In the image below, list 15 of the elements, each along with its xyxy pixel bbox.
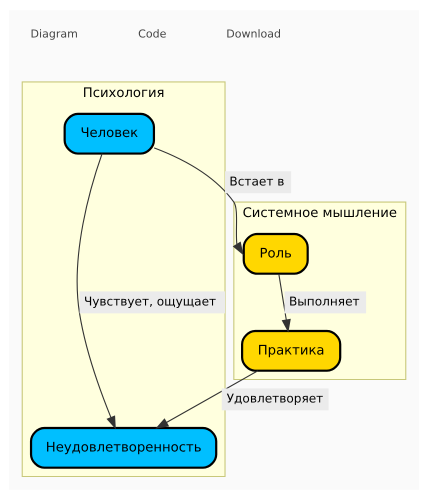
edge-label: Чувствует, ощущает	[83, 294, 216, 308]
node-box: Неудовлетворенность	[29, 426, 217, 469]
edge-label: Встает в	[228, 174, 284, 188]
node-box: Человек	[63, 112, 155, 155]
arrow	[153, 147, 244, 256]
edge-label: Удовлетворяет	[226, 391, 323, 406]
edge-label: Выполняет	[288, 294, 360, 308]
label: Diagram	[30, 27, 78, 40]
arrow	[76, 153, 116, 430]
node-box: Практика	[240, 330, 341, 372]
label: Download	[226, 27, 281, 40]
arrow	[278, 274, 290, 333]
arrow	[154, 370, 258, 429]
label: Code	[138, 27, 166, 40]
node-box: Роль	[242, 232, 308, 275]
